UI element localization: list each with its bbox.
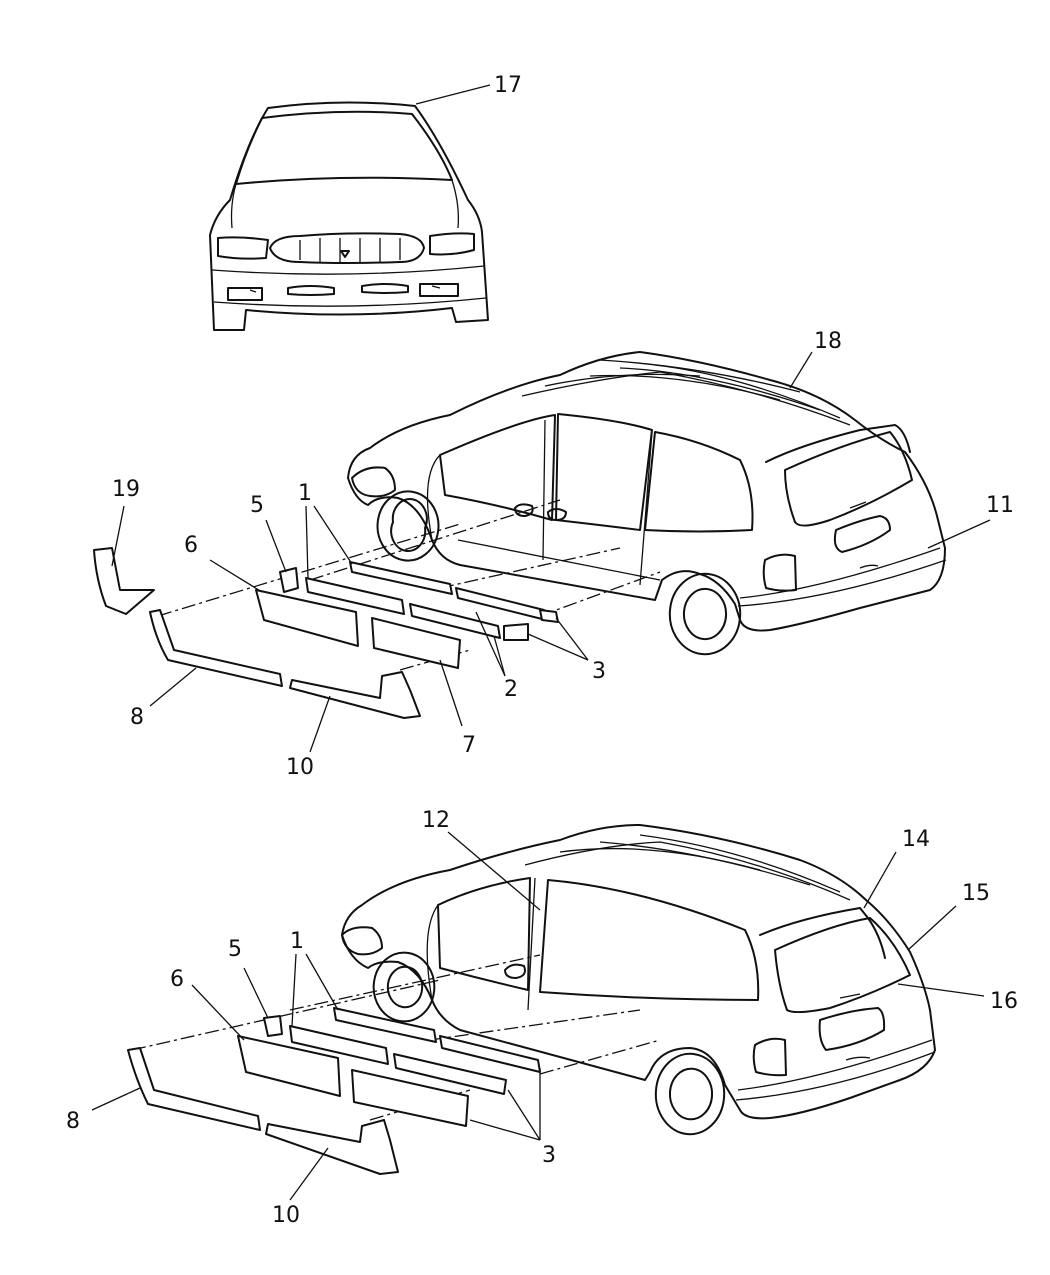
callout-6-lower: 6 [170,967,184,992]
front-view-vehicle [209,101,489,331]
callout-8-lower: 8 [66,1109,80,1134]
callout-11: 11 [986,493,1014,518]
callout-10-lower: 10 [272,1203,300,1228]
moulding-1-upper [305,577,405,615]
callout-19: 19 [112,477,140,502]
end-cap-3a [503,623,529,641]
callout-18: 18 [814,329,842,354]
moulding-2b [455,587,547,621]
callout-3-lower: 3 [542,1143,556,1168]
callout-17: 17 [494,73,522,98]
callout-10-upper: 10 [286,755,314,780]
callout-1-upper: 1 [298,481,312,506]
sill-8-upper [149,609,283,687]
upper-moulding-set [93,499,661,719]
callout-5-lower: 5 [228,937,242,962]
lower-moulding-set [127,954,661,1175]
callout-12: 12 [422,808,450,833]
moulding-6-upper [255,589,359,647]
moulding-7 [371,617,461,669]
callout-5-upper: 5 [250,493,264,518]
sill-10-upper [289,671,421,719]
moulding-3b-lower [393,1053,507,1095]
rear-view-vehicle-lower [341,824,936,1136]
callout-3-upper: 3 [592,659,606,684]
moulding-3a-lower [351,1069,469,1127]
callout-15: 15 [962,881,990,906]
callout-2: 2 [504,677,518,702]
moulding-1-lower [289,1025,389,1065]
clip-5-lower [263,1015,283,1037]
callout-7: 7 [462,733,476,758]
moulding-6-lower [237,1035,341,1097]
callout-6-upper: 6 [184,533,198,558]
moulding-1b-lower [333,1007,437,1043]
sill-10-lower [265,1119,399,1175]
callout-1-lower: 1 [290,929,304,954]
splash-guard-19 [93,547,155,615]
callout-8-upper: 8 [130,705,144,730]
callout-14: 14 [902,827,930,852]
moulding-1b-upper [349,561,453,595]
callout-labels: 17 18 19 11 5 1 6 8 10 7 2 3 12 14 15 16… [66,73,1018,1228]
callout-16: 16 [990,989,1018,1014]
moulding-2a [409,603,501,639]
end-cap-3b [539,609,559,623]
leader-lines [91,84,991,1201]
moulding-3c-lower [439,1035,541,1073]
sill-8-lower [127,1047,261,1131]
clip-5-upper [279,567,299,593]
rear-view-vehicle-upper [347,351,947,656]
